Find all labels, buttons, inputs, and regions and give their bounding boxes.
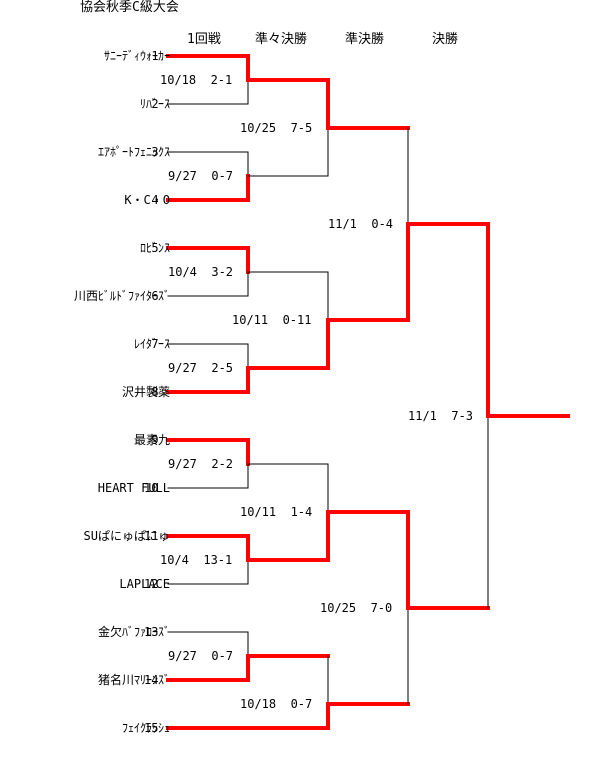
team-name-3: ｴｱﾎﾟｰﾄﾌｪﾆｯｸｽ — [97, 145, 170, 159]
team-name-2: ﾘﾊﾞｰｽ — [139, 97, 170, 111]
team-name-1: ｻﾆｰﾃﾞｨｳｫｰｶｰ — [103, 49, 170, 63]
qf-match-4-result: 10/18 0-7 — [240, 697, 313, 711]
team-name-15: ﾌｪｲｸﾗｯｼｭ — [121, 721, 170, 735]
qf-match-1-result: 10/25 7-5 — [240, 121, 313, 135]
bracket-title: 協会秋季C級大会 — [80, 0, 179, 15]
team-name-4: K・C・O — [124, 193, 170, 207]
r1-match-1-result: 10/18 2-1 — [160, 73, 233, 87]
team-seed-4: 4 — [151, 193, 159, 207]
team-seed-8: 8 — [151, 385, 159, 399]
round-header-1: 1回戦 — [187, 32, 221, 47]
r1-match-6-result: 10/4 13-1 — [160, 553, 233, 567]
team-name-10: HEART FULL — [97, 481, 170, 495]
qf-match-2-result: 10/11 0-11 — [232, 313, 312, 327]
r1-match-5-result: 9/27 2-2 — [168, 457, 234, 471]
team-seed-13: 13 — [144, 625, 159, 639]
sf-match-2-result: 10/25 7-0 — [320, 601, 393, 615]
r1-match-7-result: 9/27 0-7 — [168, 649, 234, 663]
team-name-5: ﾛﾋﾞﾝｽ — [139, 241, 170, 255]
team-name-11: SUぱにゅぱにゅ — [83, 529, 170, 543]
team-seed-12: 12 — [144, 577, 159, 591]
team-seed-10: 10 — [144, 481, 159, 495]
team-seed-3: 3 — [151, 145, 159, 159]
qf-match-3-result: 10/11 1-4 — [240, 505, 313, 519]
team-seed-14: 14 — [144, 673, 159, 687]
team-seed-5: 5 — [151, 241, 159, 255]
team-seed-7: 7 — [151, 337, 159, 351]
team-seed-9: 9 — [151, 433, 159, 447]
final-match-result: 11/1 7-3 — [408, 409, 474, 423]
team-name-12: LAPLACE — [119, 577, 170, 591]
team-name-13: 金欠ﾊﾞﾌｧﾛｰｽﾞ — [97, 625, 170, 639]
r1-match-4-result: 9/27 2-5 — [168, 361, 234, 375]
round-header-final: 決勝 — [432, 32, 459, 47]
team-name-9: 最素九 — [133, 433, 170, 447]
team-seed-11: 11 — [144, 529, 159, 543]
r1-match-3-result: 10/4 3-2 — [168, 265, 234, 279]
team-seed-1: 1 — [151, 49, 159, 63]
round-header-quarterfinal: 準々決勝 — [255, 32, 308, 47]
team-seed-2: 2 — [151, 97, 159, 111]
team-name-6: 川西ﾋﾞﾙﾄﾞﾌｧｲﾀｰｽﾞ — [73, 289, 170, 303]
sf-match-1-result: 11/1 0-4 — [328, 217, 394, 231]
team-seed-15: 15 — [144, 721, 159, 735]
team-seed-6: 6 — [151, 289, 159, 303]
team-name-14: 猪名川ﾏﾘｰﾝｽﾞ — [97, 673, 170, 687]
r1-match-2-result: 9/27 0-7 — [168, 169, 234, 183]
team-name-7: ﾚｲﾀﾞｰｽ — [133, 337, 170, 351]
round-header-semifinal: 準決勝 — [345, 32, 385, 47]
team-name-8: 沢井製薬 — [121, 385, 170, 399]
